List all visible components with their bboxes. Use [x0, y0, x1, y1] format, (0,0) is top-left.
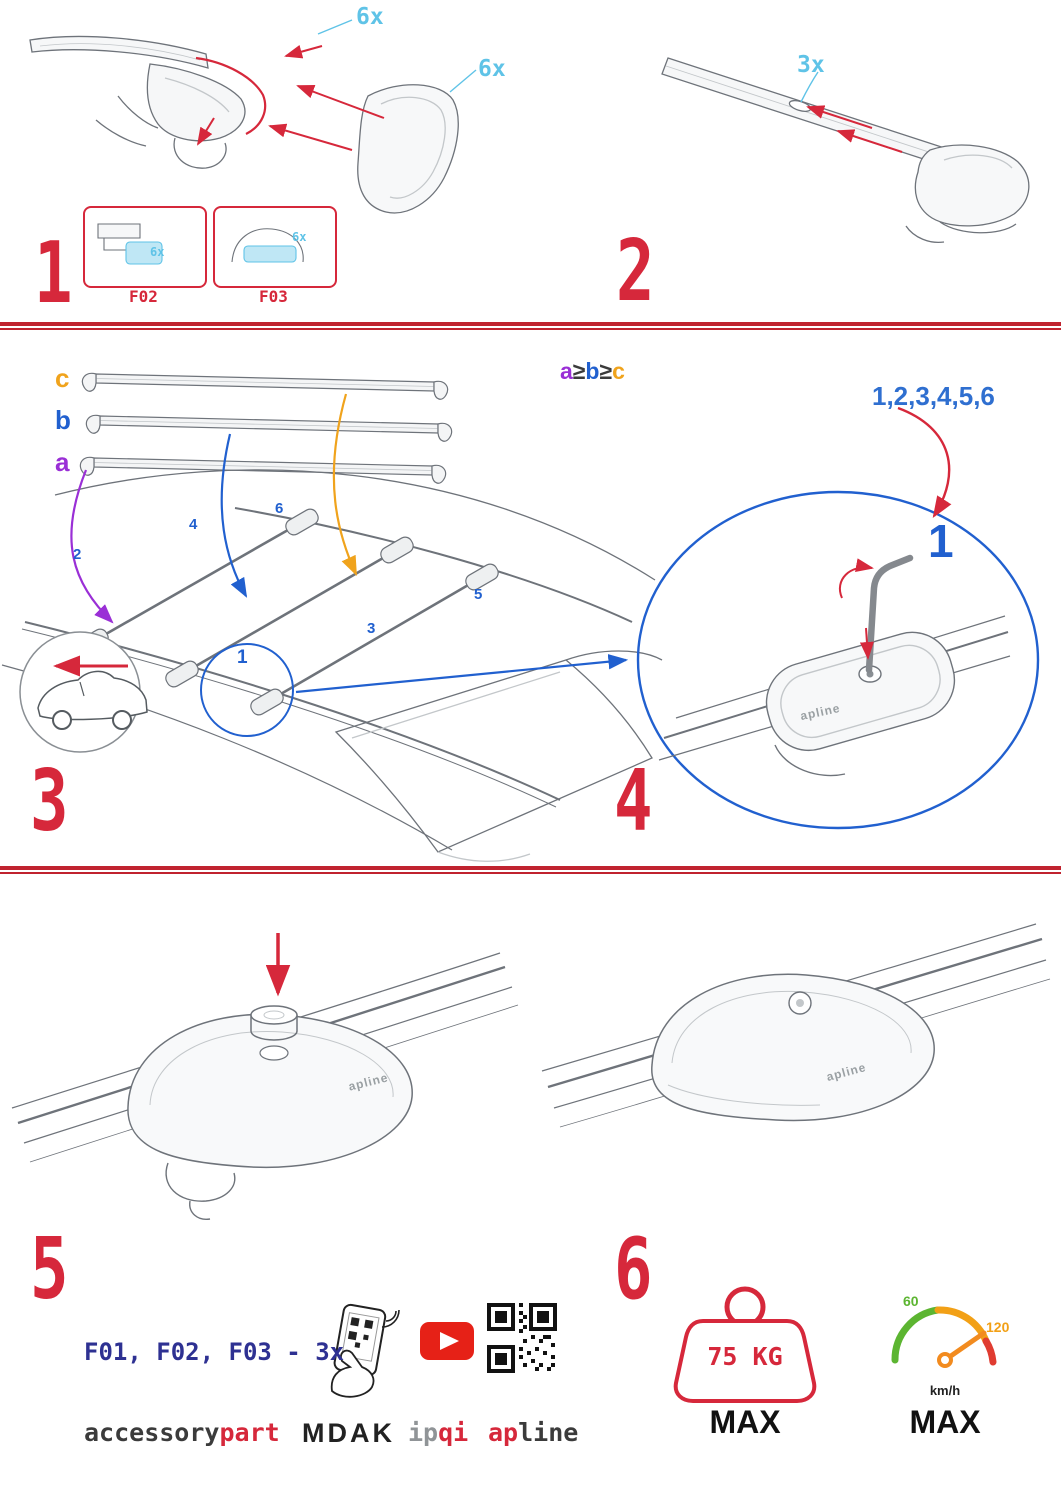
- step1-number: 1: [34, 225, 73, 324]
- weight-icon: [673, 1286, 817, 1403]
- youtube-icon: [420, 1322, 474, 1360]
- step5-number: 5: [30, 1221, 69, 1320]
- f03-part-icon: [231, 228, 304, 263]
- parts-quantity-line: F01, F02, F03 - 3x: [84, 1338, 345, 1366]
- max-weight-value: 75 KG: [707, 1342, 783, 1371]
- step2-number: 2: [616, 223, 655, 322]
- phone-scan-icon: [330, 1303, 400, 1398]
- detail-step-first: 1: [928, 515, 954, 567]
- brand-apline: apline: [488, 1420, 578, 1445]
- step2-arrows: [806, 105, 903, 153]
- roof-number-1: 1: [237, 647, 248, 668]
- zoom-arrow: [295, 654, 629, 694]
- bar-label-b: b: [55, 405, 71, 435]
- position-1-circle: [200, 643, 294, 737]
- step2-qty: 3x: [797, 52, 825, 78]
- speed-low-label: 60: [903, 1293, 919, 1309]
- top-section-illustration: [29, 19, 1030, 265]
- step1-bar-foot-drawing: [29, 35, 246, 169]
- crossbar-c: [81, 372, 449, 400]
- brand-ap-text: ap: [488, 1418, 519, 1447]
- f02-label: F02: [129, 287, 158, 306]
- step1-qty-top: 6x: [356, 4, 384, 30]
- brand-accessorypart: accessorypart: [84, 1420, 280, 1445]
- separator-2: [0, 866, 1061, 874]
- step3-number: 3: [30, 753, 69, 852]
- f03-box: [213, 206, 337, 288]
- roof-number-5: 5: [474, 586, 483, 603]
- speedometer-icon: [891, 1306, 997, 1368]
- rule-b: b: [585, 358, 600, 384]
- f02-part-icon: [97, 223, 163, 265]
- separator-1: [0, 322, 1061, 330]
- rule-ge1: ≥: [572, 358, 586, 384]
- f02-qty: 6x: [150, 245, 165, 259]
- roof-number-3: 3: [367, 620, 376, 637]
- max-speed-label: MAX: [909, 1404, 981, 1440]
- roof-number-2: 2: [73, 546, 82, 563]
- bar-label-a: a: [55, 447, 70, 477]
- brand-ip-text: ip: [408, 1418, 439, 1447]
- detail-circle: [636, 490, 1040, 830]
- brand-part-text: part: [219, 1418, 280, 1447]
- step2-crossbar-drawing: [661, 57, 1030, 244]
- brand-accessory-text: accessory: [84, 1418, 220, 1447]
- bottom-section-illustration: [11, 923, 1051, 1403]
- step1-red-highlight: [195, 44, 385, 151]
- crossbar-b: [85, 414, 453, 442]
- roof-number-4: 4: [189, 516, 198, 533]
- step1-qty-right: 6x: [478, 56, 506, 82]
- brand-ipqi: ipqi: [408, 1420, 468, 1445]
- allen-key: [865, 554, 914, 674]
- car-roof-drawing: [1, 469, 663, 862]
- step1-callout-lines: [317, 19, 477, 93]
- step6-foot-drawing: [541, 923, 1051, 1128]
- qr-code: [487, 1303, 557, 1373]
- step1-cover-drawing: [357, 84, 459, 214]
- step6-number: 6: [614, 1221, 653, 1320]
- rule-c: c: [612, 358, 625, 384]
- rule-a: a: [560, 358, 573, 384]
- bar-position-arrows: [70, 393, 357, 624]
- f03-label: F03: [259, 287, 288, 306]
- detail-red-arrows: [839, 406, 952, 660]
- speed-high-label: 120: [986, 1319, 1010, 1335]
- rule-ge2: ≥: [599, 358, 613, 384]
- f03-qty: 6x: [292, 230, 307, 244]
- max-weight-label: MAX: [709, 1404, 781, 1440]
- step5-foot-drawing: [11, 952, 519, 1220]
- brand-mdak: MDAK: [302, 1418, 395, 1448]
- bar-label-c: c: [55, 363, 70, 393]
- step4-number: 4: [614, 753, 653, 852]
- tighten-sequence: 1,2,3,4,5,6: [872, 381, 995, 411]
- brand-qi-text: qi: [438, 1418, 469, 1447]
- middle-section-illustration: [1, 372, 1040, 862]
- speed-unit-label: km/h: [929, 1383, 961, 1398]
- detail-foot-drawing: [658, 615, 1011, 777]
- brand-line-text: line: [518, 1418, 579, 1447]
- roof-number-6: 6: [275, 500, 284, 517]
- car-direction-inset: [19, 631, 148, 753]
- step2-callout-line: [800, 71, 819, 103]
- f02-box: [83, 206, 207, 288]
- length-rule: a≥b≥c: [560, 360, 625, 383]
